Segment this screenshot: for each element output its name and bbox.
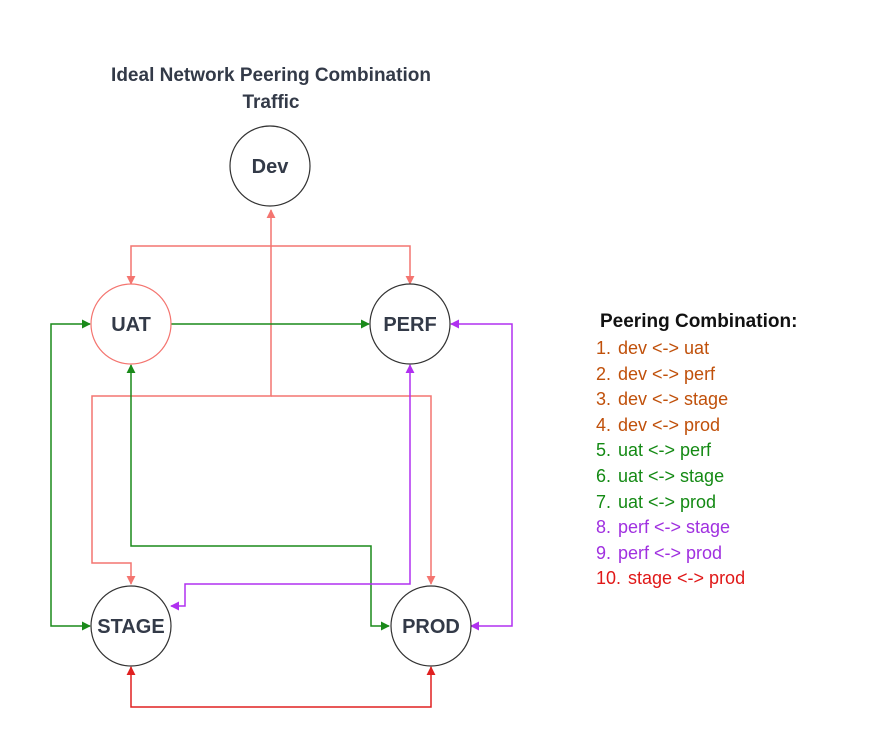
link-uat-stage [50,319,91,631]
node-stage: STAGE [90,585,172,667]
peering-legend: Peering Combination: 1. dev <-> uat 2. dev… [596,311,797,592]
link-perf-stage [170,364,415,611]
node-perf-label: PERF [383,314,436,336]
link-dev-perf [271,245,415,285]
legend-item-text: dev <-> perf [618,363,716,384]
legend-item-number: 7. [596,491,612,512]
legend-item-text: uat <-> prod [618,491,717,512]
node-dev-label: Dev [252,156,290,178]
legend-item: 9. perf <-> prod [596,541,797,567]
legend-item: 2. dev <-> perf [596,362,797,388]
legend-item-text: uat <-> stage [618,465,725,486]
legend-heading: Peering Combination: [600,311,798,332]
node-prod: PROD [390,585,472,667]
diagram-title-line2: Traffic [242,92,299,113]
legend-item-number: 9. [596,542,612,563]
link-dev-uat [126,209,276,285]
legend-list: 1. dev <-> uat 2. dev <-> perf 3. dev <-> s… [596,336,797,592]
legend-item: 5. uat <-> perf [596,438,797,464]
legend-item-text: uat <-> perf [618,440,712,461]
legend-item-text: dev <-> stage [618,389,729,410]
node-perf: PERF [369,283,451,365]
node-uat-label: UAT [111,314,151,336]
legend-item: 10. stage <-> prod [596,566,797,592]
link-dev-prod [271,395,436,585]
legend-item-number: 2. [596,363,612,384]
link-stage-prod [126,666,436,708]
legend-item-text: perf <-> prod [618,542,723,563]
legend-item-number: 4. [596,414,612,435]
node-prod-label: PROD [402,616,460,638]
legend-item: 1. dev <-> uat [596,336,797,362]
legend-item-text: perf <-> stage [618,517,731,538]
legend-item: 8. perf <-> stage [596,515,797,541]
legend-item: 3. dev <-> stage [596,387,797,413]
legend-item: 7. uat <-> prod [596,490,797,516]
legend-item-number: 10. [596,568,622,589]
legend-item-number: 5. [596,440,612,461]
legend-item-number: 3. [596,389,612,410]
legend-item-number: 6. [596,465,612,486]
legend-item: 6. uat <-> stage [596,464,797,490]
link-perf-prod [450,319,513,631]
node-dev: Dev [229,125,311,207]
legend-item-text: dev <-> uat [618,338,710,358]
legend-item-number: 8. [596,517,612,538]
node-uat: UAT [90,283,172,365]
legend-item-text: dev <-> prod [618,414,721,435]
node-stage-label: STAGE [97,616,164,638]
legend-item: 4. dev <-> prod [596,413,797,439]
link-uat-prod [126,364,390,631]
diagram-title-line1: Ideal Network Peering Combination [111,65,431,86]
legend-item-number: 1. [596,338,612,358]
legend-item-text: stage <-> prod [628,568,746,589]
